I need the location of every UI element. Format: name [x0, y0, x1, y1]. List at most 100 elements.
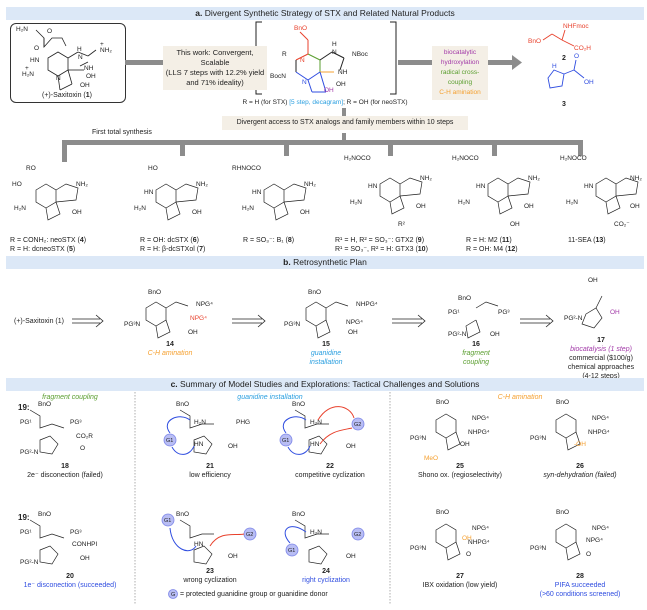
svg-text:BnO: BnO	[528, 38, 541, 45]
svg-text:G1: G1	[282, 438, 289, 444]
svg-text:PG²-N: PG²-N	[564, 315, 583, 322]
svg-text:H₂NOCO: H₂NOCO	[344, 155, 371, 162]
building-block-2-structure	[542, 29, 575, 47]
section-b-header: b. Retrosynthetic Plan	[6, 256, 644, 269]
section-a-title: Divergent Synthetic Strategy of STX and …	[204, 8, 455, 18]
svg-text:OH: OH	[584, 79, 594, 86]
svg-text:CO₂H: CO₂H	[574, 45, 591, 52]
svg-text:R: R	[282, 51, 287, 58]
compound-19-label-a: 19:	[18, 403, 30, 412]
saxitoxin-structure	[35, 29, 97, 91]
svg-text:OH: OH	[610, 309, 620, 316]
decagram-highlight: [5 step, decagram]	[289, 99, 344, 106]
svg-text:CO₂R: CO₂R	[76, 433, 93, 440]
svg-text:OH: OH	[188, 329, 198, 336]
svg-text:PG³N: PG³N	[530, 545, 547, 552]
svg-text:HO: HO	[12, 181, 22, 188]
heading-ch-amination: C-H amination	[497, 394, 543, 401]
svg-text:NPG⁴: NPG⁴	[346, 319, 363, 326]
svg-text:PG²-N: PG²-N	[20, 559, 39, 566]
svg-text:H₂N: H₂N	[310, 529, 322, 536]
strategy-radical: radical cross-coupling	[440, 69, 480, 86]
svg-text:G1: G1	[166, 438, 173, 444]
svg-text:+: +	[100, 41, 104, 48]
svg-text:MeO: MeO	[424, 455, 438, 462]
compound-28: 28 PIFA succeeded (>60 conditions screen…	[539, 573, 621, 598]
svg-text:O: O	[574, 53, 579, 60]
svg-text:BnO: BnO	[458, 295, 471, 302]
svg-text:NBoc: NBoc	[352, 51, 369, 58]
legend-g-marker	[168, 589, 178, 599]
svg-text:BnO: BnO	[292, 511, 305, 518]
svg-text:BnO: BnO	[436, 399, 449, 406]
svg-text:BnO: BnO	[38, 511, 51, 518]
svg-text:HN: HN	[310, 441, 320, 448]
svg-text:OH: OH	[300, 209, 310, 216]
analog-caption-13: 11-SEA (13)	[568, 237, 606, 244]
svg-text:HN: HN	[584, 183, 594, 190]
svg-text:OH: OH	[348, 329, 358, 336]
svg-text:OH: OH	[416, 203, 426, 210]
svg-text:RO: RO	[26, 165, 36, 172]
g2-marker-22	[351, 417, 365, 431]
svg-text:NH: NH	[84, 65, 94, 72]
svg-text:HN: HN	[144, 189, 154, 196]
strategy-biocatalytic: biocatalytic hydroxylation	[440, 49, 480, 66]
svg-text:PG³N: PG³N	[410, 435, 427, 442]
svg-text:NHFmoc: NHFmoc	[563, 23, 589, 30]
analog-caption-9-10: R¹ = H, R² = SO₃⁻: GTX2 (9) R¹ = SO₃⁻, R…	[335, 237, 428, 253]
analog-caption-4-5: R = CONH₂: neoSTX (4) R = H: dcneoSTX (5…	[10, 237, 87, 253]
svg-text:PG¹: PG¹	[448, 309, 460, 316]
svg-text:N: N	[302, 79, 307, 86]
svg-text:PG³: PG³	[70, 529, 82, 536]
svg-text:H₂N: H₂N	[242, 205, 254, 212]
svg-text:OH: OH	[346, 443, 356, 450]
svg-text:N: N	[78, 54, 83, 61]
svg-text:HN: HN	[30, 57, 40, 64]
section-c-structures	[29, 409, 581, 565]
svg-text:HN: HN	[368, 183, 378, 190]
compound-16: 16 fragment coupling	[462, 341, 490, 366]
svg-text:H: H	[77, 46, 82, 53]
svg-text:OH: OH	[228, 443, 238, 450]
svg-text:G: G	[171, 592, 175, 598]
svg-text:NH₂: NH₂	[76, 181, 88, 188]
analog-structures	[35, 177, 639, 221]
svg-text:PG¹: PG¹	[20, 529, 32, 536]
intermediate-caption: R = H (for STX) [5 step, decagram]; R = …	[242, 99, 408, 106]
section-c-dividers	[134, 392, 391, 605]
g1-marker-21	[163, 433, 177, 447]
svg-text:NPG⁴: NPG⁴	[472, 415, 489, 422]
g1-marker-22	[279, 433, 293, 447]
compound-14: 14 C-H amination	[147, 341, 193, 357]
building-block-3-structure	[547, 59, 585, 89]
svg-text:G2: G2	[354, 422, 361, 428]
section-a-header: a. Divergent Synthetic Strategy of STX a…	[6, 7, 644, 20]
g2-marker-24	[351, 527, 365, 541]
guanidine-legend: = protected guanidine group or guanidine…	[180, 591, 328, 598]
svg-text:HN: HN	[252, 189, 262, 196]
svg-text:PG³N: PG³N	[410, 545, 427, 552]
svg-text:NHPG⁴: NHPG⁴	[588, 429, 610, 436]
svg-text:H₂N: H₂N	[194, 419, 206, 426]
compound-2-number: 2	[562, 55, 566, 62]
strategy-callout: biocatalytic hydroxylation radical cross…	[432, 46, 488, 100]
svg-text:NH₂: NH₂	[528, 175, 540, 182]
svg-text:N: N	[332, 49, 337, 56]
svg-text:H: H	[552, 63, 557, 70]
svg-text:G1: G1	[164, 518, 171, 524]
svg-text:H₂N: H₂N	[14, 205, 26, 212]
compound-17: 17 biocatalysis (1 step) commercial ($10…	[567, 337, 635, 380]
svg-text:OH: OH	[86, 73, 96, 80]
svg-text:OH: OH	[630, 203, 640, 210]
svg-text:H₂N: H₂N	[350, 199, 362, 206]
svg-text:OH: OH	[460, 441, 470, 448]
svg-text:OH: OH	[80, 555, 90, 562]
svg-text:O: O	[586, 551, 591, 558]
svg-text:NPG⁴: NPG⁴	[592, 525, 609, 532]
